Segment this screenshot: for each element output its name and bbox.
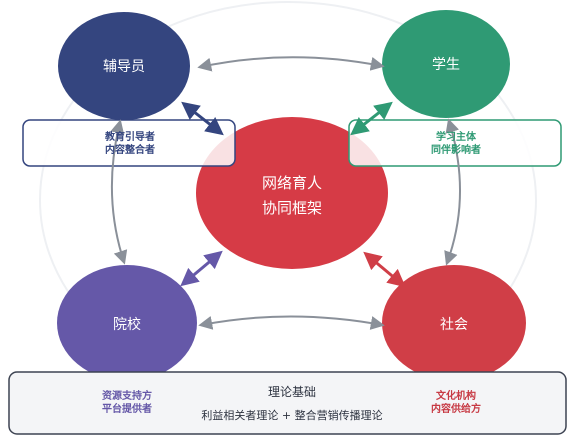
student-society-arrow <box>444 118 462 266</box>
school-society-arrow <box>198 315 385 330</box>
center-label-line2: 协同框架 <box>262 199 322 217</box>
counselor-role-line2: 内容整合者 <box>105 143 155 156</box>
counselor-school-arrow <box>110 119 128 265</box>
society-role-line2: 内容供给方 <box>431 402 481 415</box>
center-node <box>196 117 388 269</box>
student-node <box>382 10 510 118</box>
theory-panel-subtitle: 利益相关者理论 + 整合营销传播理论 <box>201 408 382 422</box>
school-label: 院校 <box>113 316 141 333</box>
theory-panel <box>8 371 567 435</box>
society-node <box>382 265 526 381</box>
counselor-label: 辅导员 <box>103 59 145 75</box>
school-node <box>57 265 197 381</box>
student-role-line2: 同伴影响者 <box>431 143 481 156</box>
student-center-arrow <box>350 101 393 136</box>
theory-panel-title: 理论基础 <box>268 385 316 399</box>
school-role-line2: 平台提供者 <box>102 402 152 415</box>
school-role-line1: 资源支持方 <box>102 389 152 402</box>
society-label: 社会 <box>440 317 468 333</box>
counselor-center-arrow <box>181 101 224 136</box>
counselor-node <box>58 12 190 120</box>
society-center-arrow <box>363 251 406 288</box>
student-label: 学生 <box>432 57 460 73</box>
counselor-student-arrow <box>197 56 385 72</box>
center-label-line1: 网络育人 <box>262 174 322 192</box>
student-role-line1: 学习主体 <box>436 130 477 143</box>
society-role-line1: 文化机构 <box>436 389 476 402</box>
counselor-role-box <box>22 119 236 167</box>
counselor-role-line1: 教育引导者 <box>104 130 155 143</box>
school-center-arrow <box>180 250 223 287</box>
